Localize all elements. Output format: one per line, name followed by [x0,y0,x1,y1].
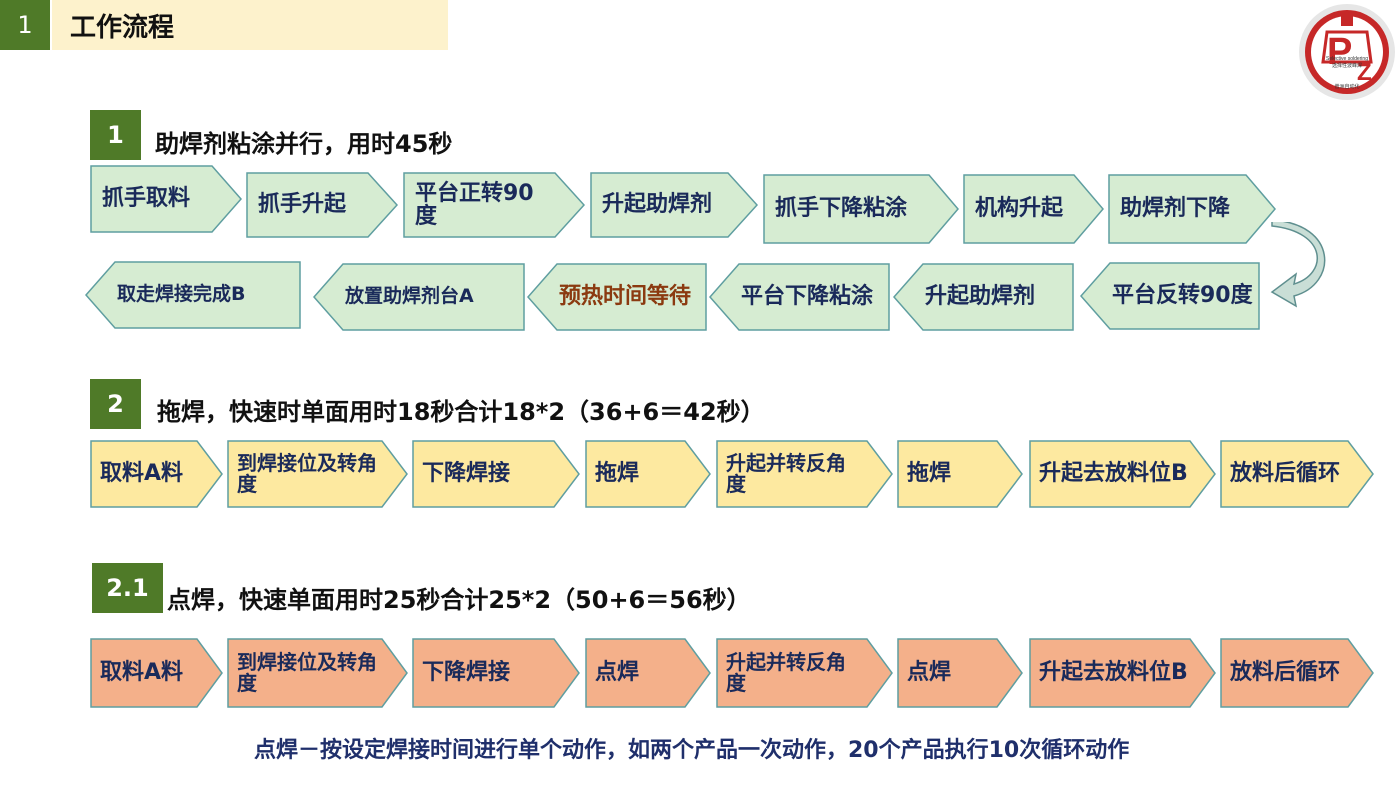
s1-row2-step-5-label: 放置助焊剂台A [345,285,474,308]
s1-row1-step-1-label: 抓手取料 [102,186,191,212]
s21-step-4: 点焊 [585,638,711,708]
svg-text:Selective soldering: Selective soldering [1326,56,1368,62]
s1-row1-step-2: 抓手升起 [246,172,398,238]
section-2-title: 拖焊，快速时单面用时18秒合计18*2（36+6＝42秒） [157,398,765,426]
s21-step-7: 升起去放料位B [1029,638,1216,708]
uturn-arrow-icon [1268,219,1330,308]
s1-row1-step-6: 机构升起 [963,174,1104,244]
s2-step-6: 拖焊 [897,440,1023,508]
s2-step-1-label: 取料A料 [100,461,184,487]
s1-row2-step-2: 升起助焊剂 [893,263,1074,331]
section-21-title: 点焊，快速单面用时25秒合计25*2（50+6＝56秒） [167,586,751,614]
s2-step-4: 拖焊 [585,440,711,508]
footnote: 点焊－按设定焊接时间进行单个动作，如两个产品一次动作，20个产品执行10次循环动… [254,738,1130,763]
s1-row2-step-6: 取走焊接完成B [85,261,301,329]
s2-step-3: 下降焊接 [412,440,580,508]
s1-row2-step-4-label: 预热时间等待 [559,284,692,310]
s21-step-1: 取料A料 [90,638,223,708]
s2-step-1: 取料A料 [90,440,223,508]
s21-step-7-label: 升起去放料位B [1039,660,1188,686]
s2-step-5-label: 升起并转反角度 [726,451,846,496]
section-2-number: 2 [90,379,141,429]
header-title: 工作流程 [52,0,448,50]
s2-step-5: 升起并转反角度 [716,440,893,508]
s21-step-2: 到焊接位及转角度 [227,638,408,708]
company-logo: P Z Selective soldering 选择性波峰焊 普洲自动化 [1297,2,1397,102]
s1-row1-step-7-label: 助焊剂下降 [1120,196,1231,222]
s1-row2-step-5: 放置助焊剂台A [313,263,525,331]
s2-step-6-label: 拖焊 [907,461,952,487]
header-number: 1 [0,0,50,50]
svg-text:P: P [1327,31,1352,73]
s2-step-4-label: 拖焊 [595,461,640,487]
s1-row2-step-6-label: 取走焊接完成B [117,283,246,306]
s21-step-5: 升起并转反角度 [716,638,893,708]
s21-step-4-label: 点焊 [595,660,640,686]
s2-step-8: 放料后循环 [1220,440,1374,508]
s2-step-2-label: 到焊接位及转角度 [237,451,377,496]
s1-row1-step-3-label: 平台正转90度 [415,180,534,229]
section-21-number: 2.1 [92,563,163,613]
s21-step-1-label: 取料A料 [100,660,184,686]
s1-row2-step-2-label: 升起助焊剂 [925,284,1036,310]
s1-row2-step-4: 预热时间等待 [527,263,707,331]
s21-step-2-label: 到焊接位及转角度 [237,650,377,695]
s21-step-6: 点焊 [897,638,1023,708]
s2-step-2: 到焊接位及转角度 [227,440,408,508]
s1-row1-step-5: 抓手下降粘涂 [763,174,959,244]
s21-step-5-label: 升起并转反角度 [726,650,846,695]
s1-row2-step-3-label: 平台下降粘涂 [741,284,874,310]
svg-text:普洲自动化: 普洲自动化 [1334,83,1359,90]
s1-row2-step-1: 平台反转90度 [1080,262,1260,330]
s2-step-8-label: 放料后循环 [1230,461,1341,487]
s1-row1-step-4-label: 升起助焊剂 [602,192,713,218]
s2-step-7: 升起去放料位B [1029,440,1216,508]
s21-step-3-label: 下降焊接 [422,660,511,686]
s21-step-3: 下降焊接 [412,638,580,708]
s21-step-8-label: 放料后循环 [1230,660,1341,686]
s1-row1-step-4: 升起助焊剂 [590,172,758,238]
s2-step-7-label: 升起去放料位B [1039,461,1188,487]
s1-row1-step-7: 助焊剂下降 [1108,174,1276,244]
s21-step-8: 放料后循环 [1220,638,1374,708]
s2-step-3-label: 下降焊接 [422,461,511,487]
section1-title: 助焊剂粘涂并行，用时45秒 [155,130,453,158]
s1-row1-step-5-label: 抓手下降粘涂 [775,196,908,222]
s1-row1-step-6-label: 机构升起 [975,196,1064,222]
section1-number: 1 [90,110,141,160]
svg-text:Z: Z [1357,59,1372,86]
s1-row1-step-1: 抓手取料 [90,165,242,233]
s1-row1-step-2-label: 抓手升起 [258,192,347,218]
s1-row1-step-3: 平台正转90度 [403,172,585,238]
s1-row2-step-1-label: 平台反转90度 [1112,283,1253,309]
s1-row2-step-3: 平台下降粘涂 [709,263,890,331]
svg-text:选择性波峰焊: 选择性波峰焊 [1332,62,1362,69]
s21-step-6-label: 点焊 [907,660,952,686]
